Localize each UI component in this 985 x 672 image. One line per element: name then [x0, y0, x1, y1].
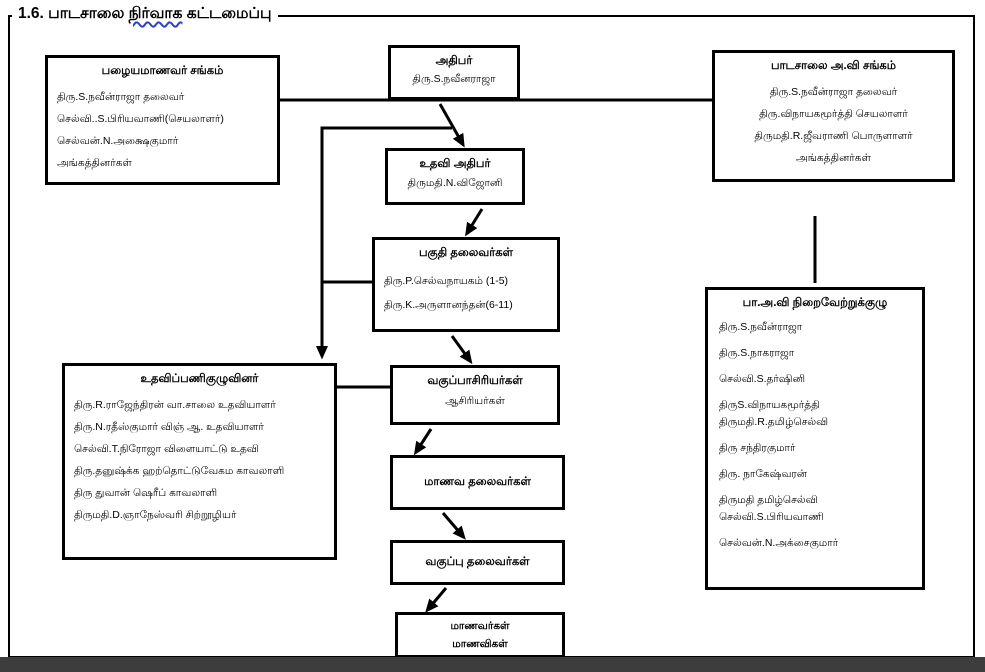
- member-line: திருமதி.D.ஞாநேஸ்வரி சிற்றூழியர்: [74, 509, 237, 521]
- box-title: அதிபர்: [435, 55, 473, 67]
- member-line: திரு. நாகேஷ்வரன்: [719, 468, 807, 480]
- member-line: திரு.தனுஷ்க்க ஹற்தொட்டுவேகம காவலாளி: [74, 465, 285, 477]
- box-old-students-association: பழையமாணவர் சங்கம் திரு.S.நவீன்ராஜா தலைவர…: [45, 55, 280, 185]
- member-line: திரு.N.ரதீஸ்குமார் விஞ் ஆ. உதவியாளர்: [74, 421, 264, 433]
- member-line: செல்வி.T.நிரோஜா விளையாட்டு உதவி: [74, 443, 259, 455]
- member-line: திரு.R.ராஜேந்திரன் வா.சாலை உதவியாளர்: [74, 399, 276, 411]
- box-students: மாணவர்கள் மாணவிகள்: [395, 612, 565, 658]
- member-line: திரு.S.நவீன்ராஜா தலைவர்: [769, 86, 898, 98]
- box-student-leaders: மாணவ தலைவர்கள்: [390, 455, 565, 510]
- box-title: பாடசாலை அ.வி சங்கம்: [770, 60, 897, 72]
- member-line: திருமதி.R.ஜீவராணி பொருளாளர்: [754, 130, 913, 142]
- principal-name: திரு.S.நவீனராஜா: [412, 73, 496, 85]
- box-title: பழையமாணவர் சங்கம்: [101, 65, 224, 77]
- box-class-teachers: வகுப்பாசிரியர்கள் ஆசிரியர்கள்: [390, 365, 560, 425]
- member-line: திருமதி தமிழ்செல்வி: [719, 494, 818, 506]
- arrow-principal-to-assistant: [438, 103, 465, 148]
- member-line: திரு.S.நாகராஜா: [719, 347, 795, 359]
- students-line1: மாணவர்கள்: [450, 619, 510, 632]
- box-principal: அதிபர் திரு.S.நவீனராஜா: [388, 45, 520, 100]
- page-bottom-edge: [0, 657, 985, 672]
- page-title-part1: 1.6. பாடசாலை: [18, 5, 129, 22]
- assistant-principal-name: திருமதி.N.விஜோனி: [407, 177, 503, 189]
- box-school-development-society: பாடசாலை அ.வி சங்கம் திரு.S.நவீன்ராஜா தலை…: [712, 50, 955, 182]
- member-line: செல்வி.S.பிரியவாணி: [719, 511, 824, 523]
- member-line: திருS.விநாயகமூர்த்தி: [719, 399, 820, 411]
- member-line: திருமதி.R.தமிழ்செல்வி: [719, 416, 829, 428]
- box-class-leaders: வகுப்பு தலைவர்கள்: [390, 540, 565, 585]
- box-title: வகுப்பு தலைவர்கள்: [425, 555, 530, 568]
- arrow-section-heads-to-class-teachers: [450, 335, 473, 365]
- box-title: உதவிப்பணிகுழுவினர்: [140, 373, 259, 385]
- member-line: திரு சந்திரகுமார்: [719, 442, 796, 454]
- member-line: திரு.K.அருளானந்தன்(6-11): [384, 299, 513, 311]
- member-line: திரு.P.செல்வநாயகம் (1-5): [384, 275, 509, 287]
- box-assistant-principal: உதவி அதிபர் திருமதி.N.விஜோனி: [385, 148, 525, 205]
- box-title: மாணவ தலைவர்கள்: [424, 475, 531, 488]
- member-line: அங்கத்தினர்கள்: [57, 157, 132, 169]
- arrow-assistant-to-section-heads: [465, 208, 484, 237]
- box-title: பா.அ.வி நிறைவேற்றுக்குழு: [742, 297, 888, 309]
- box-title: உதவி அதிபர்: [419, 158, 491, 170]
- member-line: திரு துவான் ஷெரீப் காவலாளி: [74, 487, 218, 499]
- students-line2: மாணவிகள்: [452, 637, 508, 650]
- box-title: வகுப்பாசிரியர்கள்: [427, 375, 523, 387]
- member-line: அங்கத்தினர்கள்: [796, 152, 871, 164]
- box-executive-committee: பா.அ.வி நிறைவேற்றுக்குழு திரு.S.நவீன்ராஜ…: [705, 287, 925, 590]
- box-section-heads: பகுதி தலைவர்கள் திரு.P.செல்வநாயகம் (1-5)…: [372, 237, 560, 332]
- page-title-misspelled-word: நிர்வாக: [128, 5, 183, 22]
- arrow-branch-to-support-staff: [316, 126, 452, 360]
- arrow-class-leaders-to-students: [425, 587, 448, 613]
- class-teachers-subtitle: ஆசிரியர்கள்: [445, 395, 505, 407]
- member-line: செல்வி..S.பிரியவாணி(செயலாளர்): [57, 113, 224, 125]
- member-line: திரு.S.நவீன்ராஜா: [719, 321, 803, 333]
- box-support-staff: உதவிப்பணிகுழுவினர் திரு.R.ராஜேந்திரன் வா…: [62, 363, 337, 560]
- box-title: பகுதி தலைவர்கள்: [419, 247, 513, 259]
- page-title: 1.6. பாடசாலை நிர்வாக கட்டமைப்பு: [12, 5, 278, 24]
- member-line: செல்வி.S.தர்ஷினி: [719, 373, 806, 385]
- page-title-part3: கட்டமைப்பு: [182, 5, 272, 22]
- member-line: திரு.S.நவீன்ராஜா தலைவர்: [57, 91, 185, 103]
- arrow-student-leaders-to-class-leaders: [441, 512, 466, 540]
- member-line: செல்வன்.N.அக்ஷைகுமார்: [57, 135, 179, 147]
- arrow-class-teachers-to-student-leaders: [413, 428, 433, 456]
- member-line: செல்வன்.N.அக்சைகுமார்: [719, 537, 839, 549]
- member-line: திரு.விநாயகமூர்த்தி செயலாளர்: [759, 108, 908, 120]
